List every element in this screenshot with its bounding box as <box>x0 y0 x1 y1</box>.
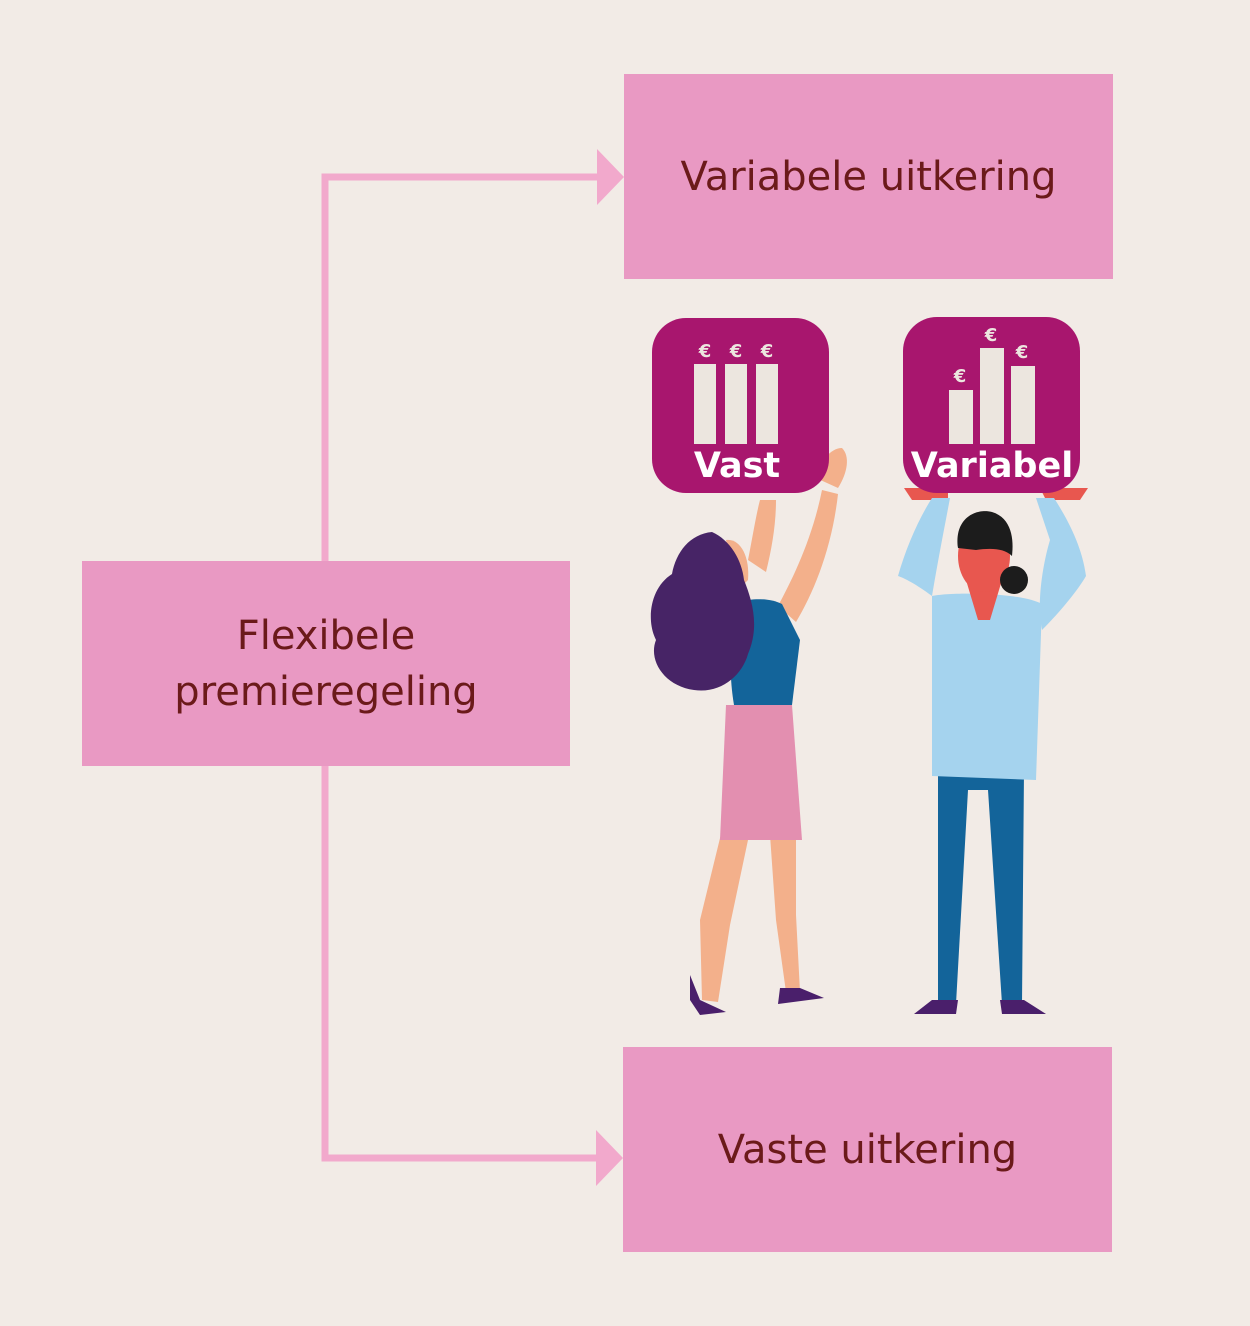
euro-icon: € <box>760 341 774 362</box>
sign-fixed-bar-1 <box>694 364 716 444</box>
sign-fixed-label: Vast <box>693 446 781 486</box>
euro-icon: € <box>698 341 712 362</box>
fixed-payout-label: Vaste uitkering <box>717 1126 1018 1173</box>
woman-left-figure <box>650 448 847 1015</box>
sign-variable-bar-3 <box>1011 366 1035 444</box>
sign-fixed-bar-3 <box>756 364 778 444</box>
arrowhead-variable <box>597 149 624 205</box>
arrowhead-fixed <box>596 1130 623 1186</box>
variable-payout-label: Variabele uitkering <box>680 153 1057 200</box>
sign-variable-bar-1 <box>949 390 973 444</box>
flexible-premium-label-line1: Flexibele <box>236 612 416 659</box>
connector-to-fixed <box>321 766 600 1162</box>
euro-icon: € <box>984 325 998 346</box>
connector-to-variable <box>321 173 600 561</box>
sign-variable: € € € <box>903 317 1080 493</box>
woman-right-figure <box>898 488 1088 1014</box>
sign-variable-label: Variabel <box>910 446 1074 486</box>
sign-fixed-bar-2 <box>725 364 747 444</box>
euro-icon: € <box>953 366 967 387</box>
sign-fixed: € € € <box>652 318 829 493</box>
variable-payout-box: Variabele uitkering <box>624 74 1113 279</box>
flexible-premium-label-line2: premieregeling <box>174 668 478 715</box>
euro-icon: € <box>729 341 743 362</box>
flexible-premium-box: Flexibele premieregeling <box>82 561 570 766</box>
fixed-payout-box: Vaste uitkering <box>623 1047 1112 1252</box>
sign-variable-bar-2 <box>980 348 1004 444</box>
euro-icon: € <box>1015 342 1029 363</box>
